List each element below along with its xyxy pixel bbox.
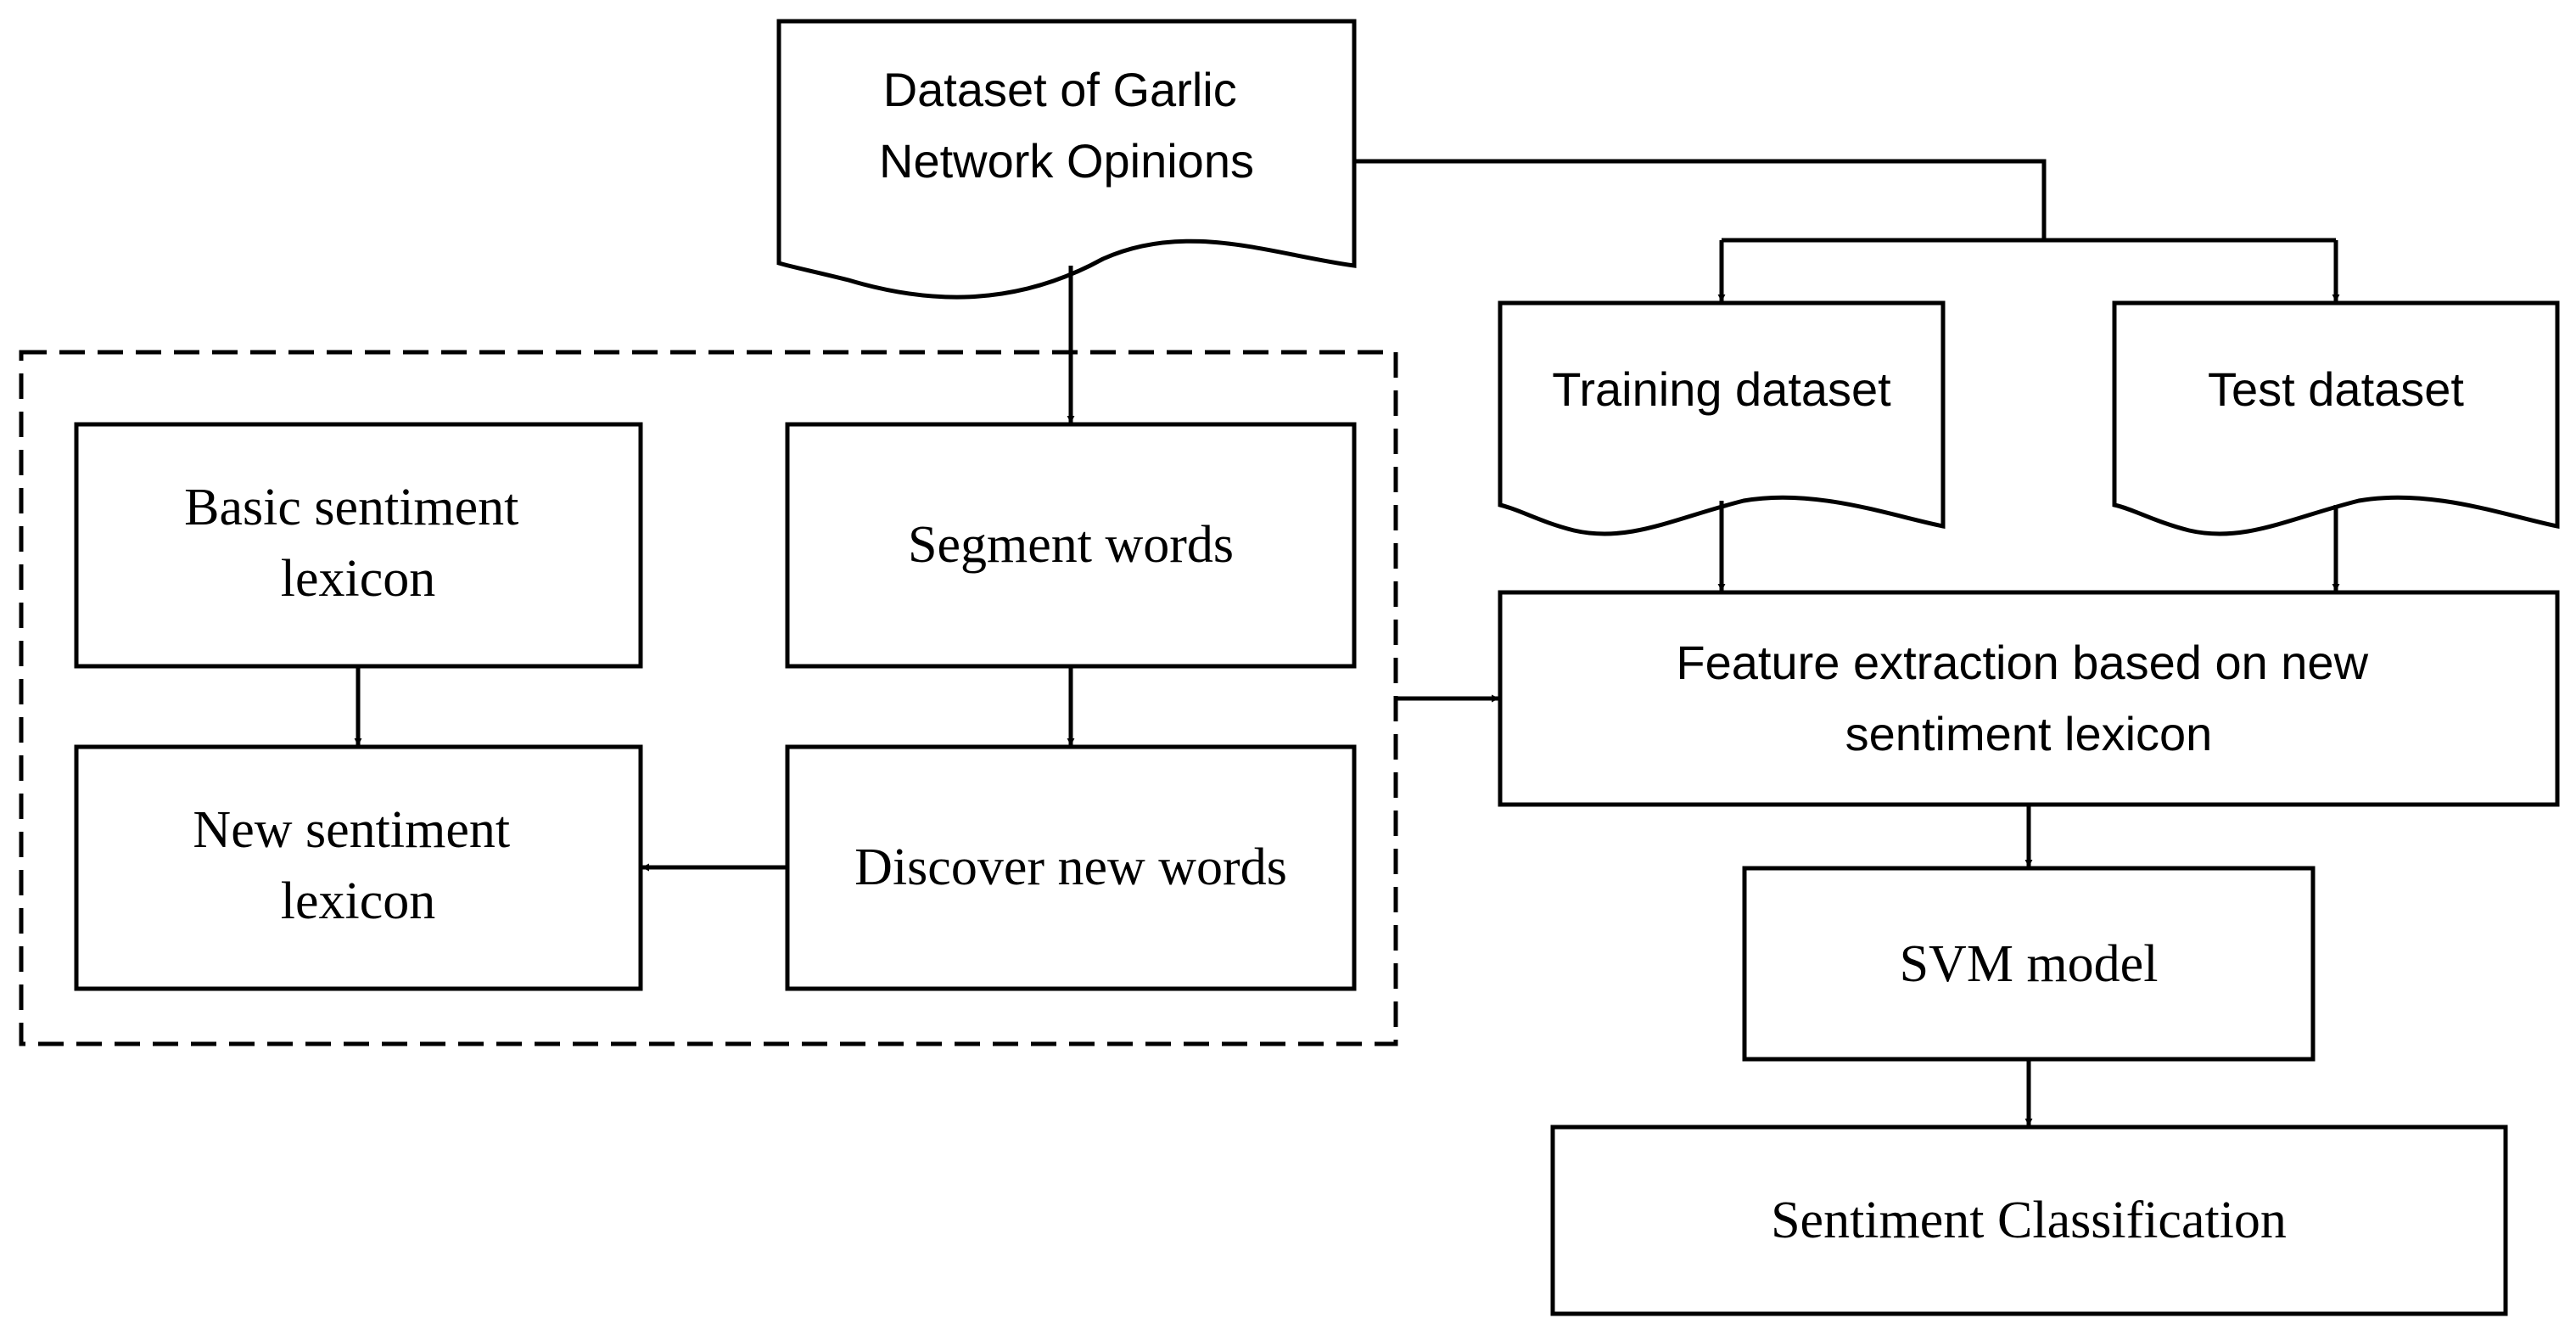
svg-text:Feature extraction based on ne: Feature extraction based on new sentimen…	[1676, 636, 2381, 760]
svm-label: SVM model	[1900, 935, 2159, 993]
basic-lexicon-label-line-2: lexicon	[281, 550, 436, 608]
node-dataset: Dataset of Garlic Network Opinions	[776, 19, 1357, 300]
training-label: Training dataset	[1552, 362, 1891, 416]
node-test-dataset: Test dataset	[2112, 300, 2560, 536]
feature-label-line-2: sentiment lexicon	[1845, 707, 2213, 760]
svg-text:Basic sentiment lexicon: Basic sentiment lexicon	[184, 479, 532, 608]
svg-text:Test dataset: Test dataset	[2208, 362, 2464, 416]
dataset-label-line-1: Dataset of Garlic	[883, 63, 1237, 116]
node-sentiment-classification: Sentiment Classification	[1550, 1125, 2508, 1316]
segment-label: Segment words	[908, 516, 1234, 574]
node-segment-words: Segment words	[785, 422, 1357, 669]
svg-text:SVM model: SVM model	[1900, 935, 2159, 993]
node-training-dataset: Training dataset	[1498, 300, 1946, 536]
classification-label: Sentiment Classification	[1771, 1192, 2287, 1249]
new-lexicon-label-line-2: lexicon	[281, 872, 436, 930]
basic-lexicon-label-line-1: Basic sentiment	[184, 479, 518, 536]
edge-dataset-to-split	[1354, 159, 2047, 240]
dataset-label-line-2: Network Opinions	[879, 134, 1254, 188]
svg-text:Sentiment Classification: Sentiment Classification	[1771, 1192, 2287, 1249]
svg-text:Training dataset: Training dataset	[1552, 362, 1891, 416]
svg-text:Segment words: Segment words	[908, 516, 1234, 574]
node-new-lexicon: New sentiment lexicon	[74, 744, 643, 991]
test-label: Test dataset	[2208, 362, 2464, 416]
discover-label: Discover new words	[854, 839, 1287, 896]
node-discover-words: Discover new words	[785, 744, 1357, 991]
node-basic-lexicon: Basic sentiment lexicon	[74, 422, 643, 669]
new-lexicon-label-line-1: New sentiment	[193, 801, 510, 859]
node-feature-extraction: Feature extraction based on new sentimen…	[1498, 590, 2560, 807]
feature-label-line-1: Feature extraction based on new	[1676, 636, 2368, 689]
svg-text:Discover new words: Discover new words	[854, 839, 1287, 896]
node-svm-model: SVM model	[1742, 866, 2316, 1062]
svg-text:Dataset of Garlic Networ: Dataset of Garlic Network Opinions	[879, 63, 1254, 188]
svg-text:New sentiment lexicon: New sentiment lexicon	[193, 801, 523, 930]
